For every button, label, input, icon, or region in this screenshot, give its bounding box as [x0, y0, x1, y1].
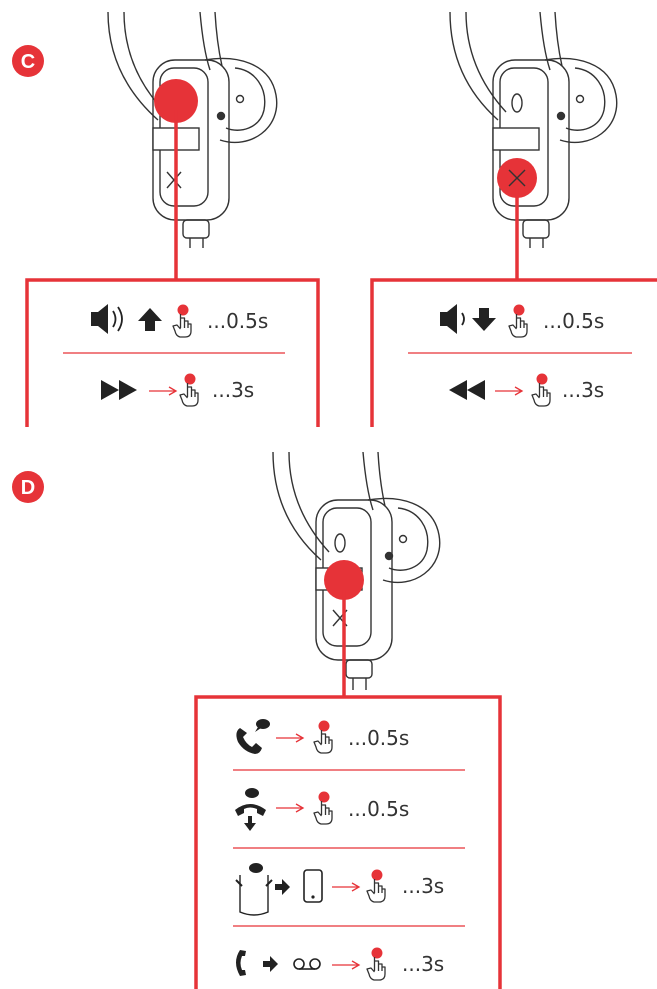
volume-up-button-highlight[interactable]	[154, 79, 198, 123]
d-row-4: ...3s	[236, 946, 444, 981]
arrow-right-icon	[494, 386, 523, 396]
voice-assistant-icon	[235, 863, 273, 916]
arrow-right-icon	[275, 733, 304, 743]
answer-call-icon	[236, 719, 270, 754]
press-hand-icon	[508, 303, 528, 338]
c-left-row-1: ...0.5s	[91, 303, 268, 338]
duration-label: ...0.5s	[207, 309, 268, 333]
press-hand-icon	[531, 372, 551, 407]
svg-text:D: D	[21, 477, 35, 499]
c-right-row-2: ...3s	[449, 372, 604, 407]
duration-label: ...3s	[402, 952, 444, 976]
rewind-icon	[449, 380, 485, 400]
press-hand-icon	[366, 868, 386, 903]
fast-forward-icon	[101, 380, 137, 400]
c-left-row-2: ...3s	[101, 372, 254, 407]
duration-label: ...0.5s	[348, 726, 409, 750]
earbud-illustration-right	[449, 11, 618, 248]
panel-d: ...0.5s ...0.5s	[194, 695, 502, 989]
end-call-icon	[235, 788, 266, 831]
d-row-2: ...0.5s	[235, 788, 409, 831]
voicemail-icon	[293, 958, 321, 970]
arrow-up-icon	[138, 308, 162, 331]
section-badge-d: D	[12, 471, 44, 503]
duration-label: ...3s	[562, 378, 604, 402]
volume-down-icon	[440, 304, 465, 334]
duration-label: ...3s	[402, 874, 444, 898]
panel-c-right: ...0.5s ...3s	[370, 278, 657, 427]
press-hand-icon	[366, 946, 386, 981]
duration-label: ...0.5s	[348, 797, 409, 821]
press-hand-icon	[313, 790, 333, 825]
panel-c-left: ...0.5s ...3s	[25, 278, 320, 427]
arrow-right-icon	[331, 960, 360, 970]
c-right-row-1: ...0.5s	[440, 303, 604, 338]
arrow-down-icon	[472, 308, 496, 331]
phone-icon	[303, 869, 323, 903]
arrow-right-icon	[331, 882, 360, 892]
earbud-illustration-left	[107, 11, 278, 248]
press-hand-icon	[179, 372, 199, 407]
arrow-right-icon	[275, 803, 304, 813]
press-hand-icon	[172, 303, 192, 338]
arrow-right-icon	[148, 386, 177, 396]
multifunction-button-highlight[interactable]	[324, 560, 364, 600]
section-badge-c: C	[12, 45, 44, 77]
volume-up-icon	[91, 304, 123, 334]
duration-label: ...3s	[212, 378, 254, 402]
svg-text:C: C	[21, 51, 35, 73]
arrow-icon	[275, 879, 290, 895]
call-icon	[236, 950, 246, 976]
press-hand-icon	[313, 719, 333, 754]
d-row-1: ...0.5s	[236, 719, 409, 754]
section-c: C	[12, 11, 657, 427]
arrow-icon	[263, 956, 278, 972]
duration-label: ...0.5s	[543, 309, 604, 333]
d-row-3: ...3s	[235, 863, 444, 916]
section-d: D	[12, 451, 502, 989]
